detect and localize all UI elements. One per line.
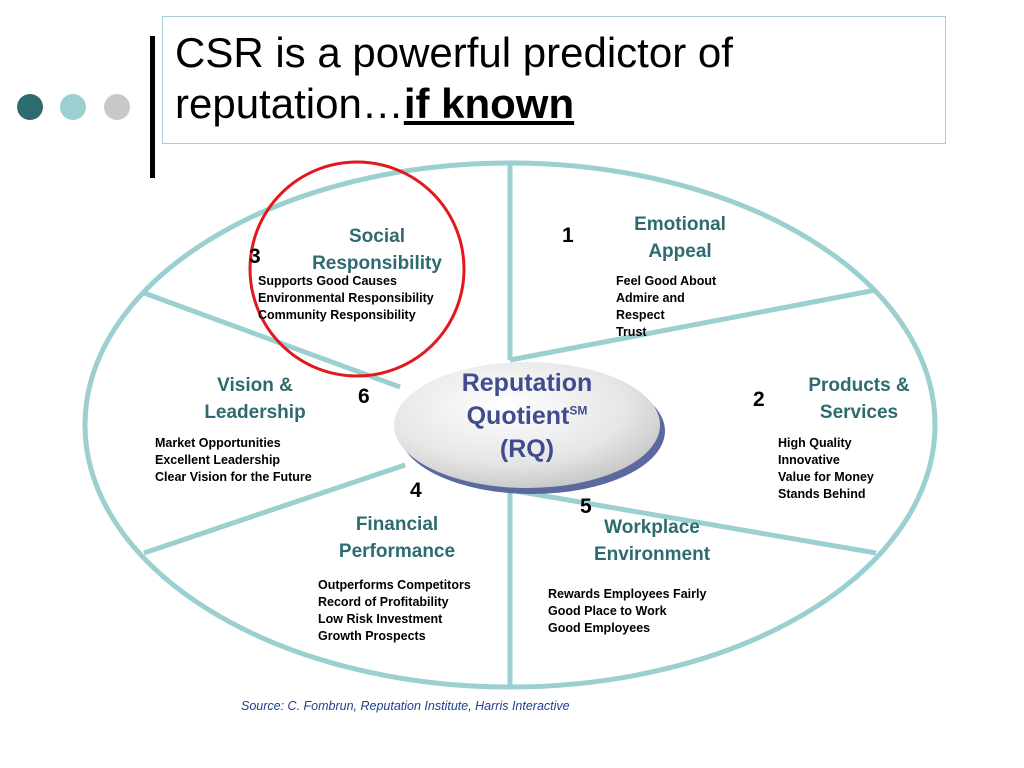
divider-upper-left [143,290,401,390]
list-item: Market Opportunities [155,436,281,450]
segment-5-items: Rewards Employees Fairly Good Place to W… [548,586,706,637]
source-citation: Source: C. Fombrun, Reputation Institute… [241,699,570,713]
list-item: Respect [616,308,665,322]
title-main: CSR is a powerful predictor of reputatio… [175,29,733,127]
list-item: Value for Money [778,470,874,484]
title-emphasis: if known [403,80,575,127]
rq-line-3: (RQ) [499,435,555,463]
segment-1-title: Emotional Appeal [634,214,726,262]
list-item: Low Risk Investment [318,612,443,626]
list-item: Innovative [778,453,840,467]
list-item: Stands Behind [778,487,866,501]
segment-6-number: 6 [358,385,370,408]
title-divider-bar [150,36,155,178]
segment-5-number: 5 [580,495,592,518]
segment-2-title: Products & Services [808,375,910,423]
segment-6-title: Vision & Leadership [204,375,306,423]
decorative-dot-dark [17,94,43,120]
list-item: Clear Vision for the Future [155,470,312,484]
segment-2-items: High Quality Innovative Value for Money … [778,435,874,503]
list-item: Environmental Responsibility [258,291,434,305]
service-mark: SM [569,403,588,418]
decorative-dot-light [60,94,86,120]
segment-6-items: Market Opportunities Excellent Leadershi… [155,435,312,486]
segment-2-number: 2 [753,388,765,411]
list-item: Rewards Employees Fairly [548,587,707,601]
slide-title: CSR is a powerful predictor of reputatio… [175,27,945,129]
list-item: High Quality [778,436,852,450]
list-item: Good Employees [548,621,651,635]
segment-5-title: Workplace Environment [593,517,711,565]
divider-lower-right [509,487,877,556]
rq-center-oval [394,362,660,488]
list-item: Good Place to Work [548,604,667,618]
rq-center-label: Reputation QuotientSM (RQ) [427,367,627,466]
list-item: Outperforms Competitors [318,578,471,592]
segment-4-title: Financial Performance [338,514,456,562]
segment-1-items: Feel Good About Admire and Respect Trust [616,273,716,341]
segment-3-items: Supports Good Causes Environmental Respo… [258,273,434,324]
segment-3-number: 3 [249,245,261,268]
divider-upper-right [509,287,877,363]
rq-line-1: Reputation [461,369,593,397]
rq-line-2: QuotientSM [466,402,588,430]
segment-4-number: 4 [410,479,422,502]
segment-3-title: Social Responsibility [312,226,442,274]
title-box: CSR is a powerful predictor of reputatio… [162,16,946,144]
list-item: Feel Good About [616,274,717,288]
divider-lower-left [143,462,406,556]
decorative-dot-gray [104,94,130,120]
segment-1-number: 1 [562,224,574,247]
list-item: Trust [616,325,647,339]
list-item: Record of Profitability [318,595,449,609]
highlight-circle [248,160,466,378]
list-item: Excellent Leadership [155,453,281,467]
list-item: Admire and [616,291,685,305]
segment-4-items: Outperforms Competitors Record of Profit… [318,577,471,645]
list-item: Community Responsibility [258,308,416,322]
list-item: Growth Prospects [318,629,426,643]
list-item: Supports Good Causes [258,274,397,288]
